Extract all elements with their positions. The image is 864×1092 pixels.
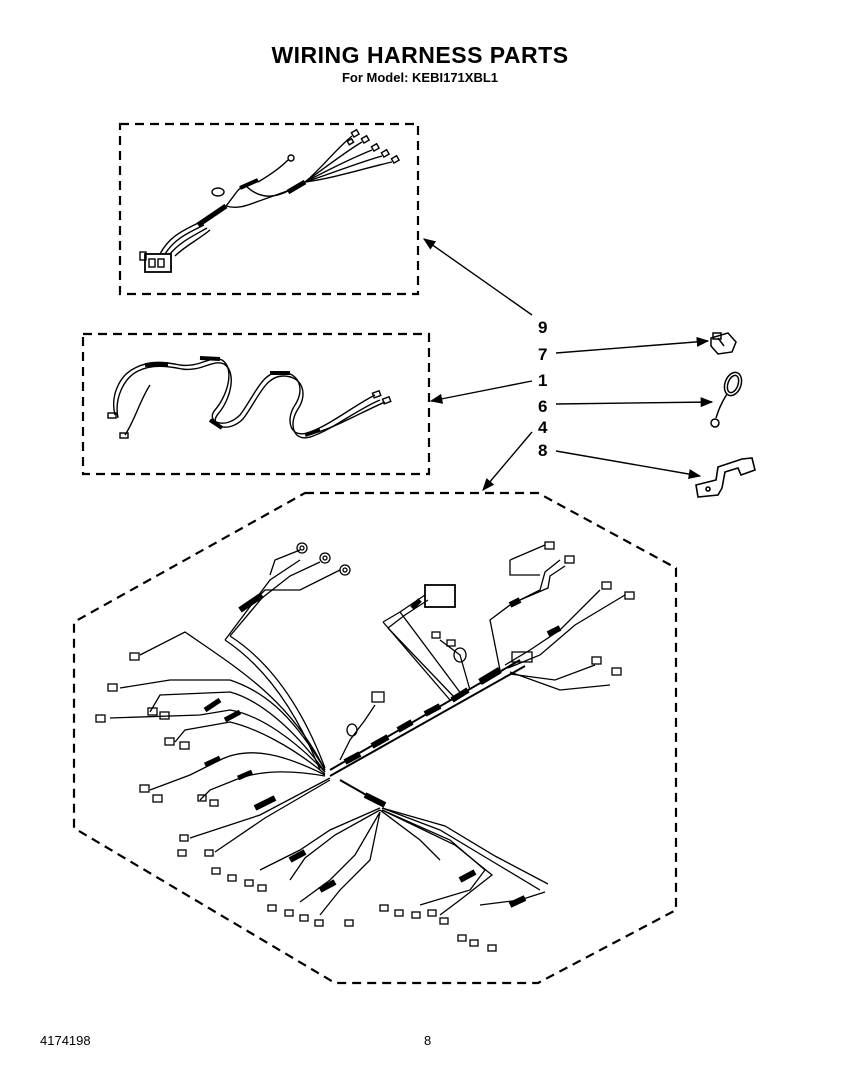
part-number-footer: 4174198 [40,1033,91,1048]
page-title: WIRING HARNESS PARTS [271,42,569,68]
part-4-dashed-octagon [72,491,678,985]
part-1-dashed-box [81,332,431,476]
callout-1: 1 [538,371,547,390]
leader-7 [555,336,710,354]
page-number: 8 [424,1033,432,1048]
callout-7: 7 [538,345,547,364]
part-7-clip [710,332,737,355]
part-1-harness [107,356,392,439]
leader-4 [482,431,533,491]
leader-6 [555,397,714,408]
part-9-harness [139,128,401,273]
leader-lines [422,238,714,491]
callout-4: 4 [538,418,548,437]
leader-8 [555,450,702,480]
part-9-dashed-box [118,122,420,296]
part-4-main-harness [95,541,635,952]
callout-6: 6 [538,397,547,416]
part-6-ground-wire [710,371,743,428]
part-8-bracket [695,457,756,498]
leader-1 [429,380,533,404]
callout-9: 9 [538,318,547,337]
leader-9 [422,238,533,316]
model-subtitle: For Model: KEBI171XBL1 [341,70,499,85]
callout-8: 8 [538,441,547,460]
